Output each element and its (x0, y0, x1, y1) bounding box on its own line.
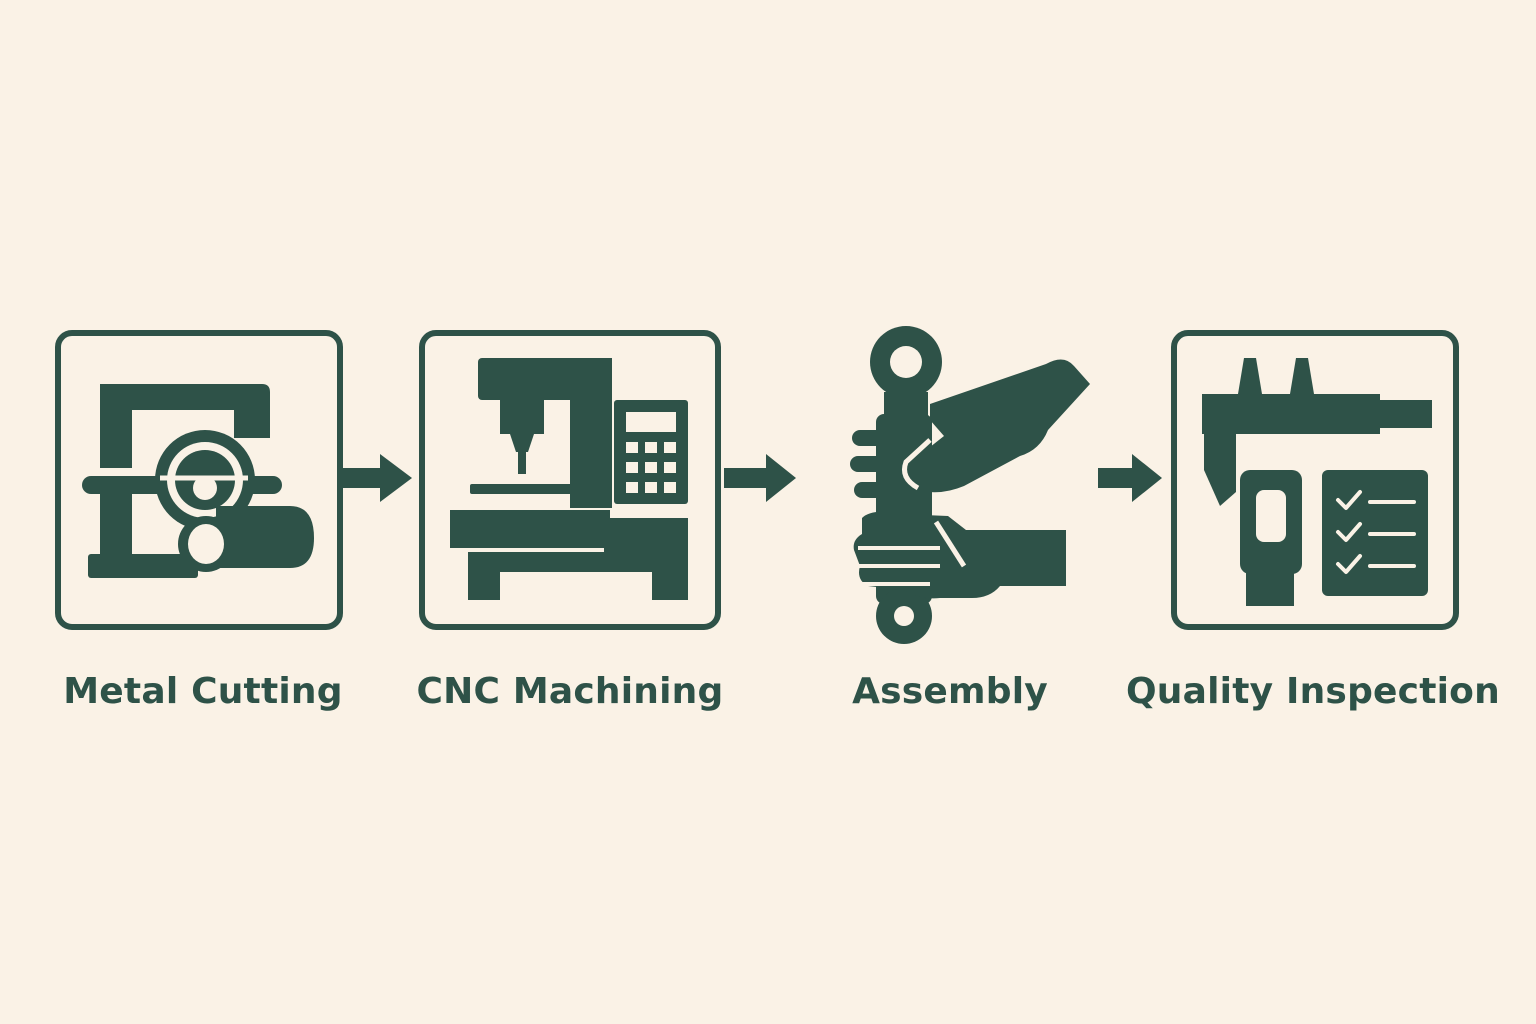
hands-assembling-part-icon (850, 326, 1090, 644)
circular-saw-cutting-icon (55, 330, 343, 630)
arrow-right-icon (724, 454, 796, 502)
arrow-right-icon (342, 454, 412, 502)
arrow-right-icon (1098, 454, 1162, 502)
step-frame (1171, 330, 1459, 630)
step-label-quality-inspection: Quality Inspection (1126, 671, 1500, 712)
step-label-metal-cutting: Metal Cutting (63, 671, 343, 712)
cnc-machine-icon (419, 330, 721, 630)
caliper-checklist-icon (1171, 330, 1459, 630)
step-frame (419, 330, 721, 630)
step-label-assembly: Assembly (852, 671, 1048, 712)
step-label-cnc-machining: CNC Machining (416, 671, 724, 712)
step-frame (55, 330, 343, 630)
